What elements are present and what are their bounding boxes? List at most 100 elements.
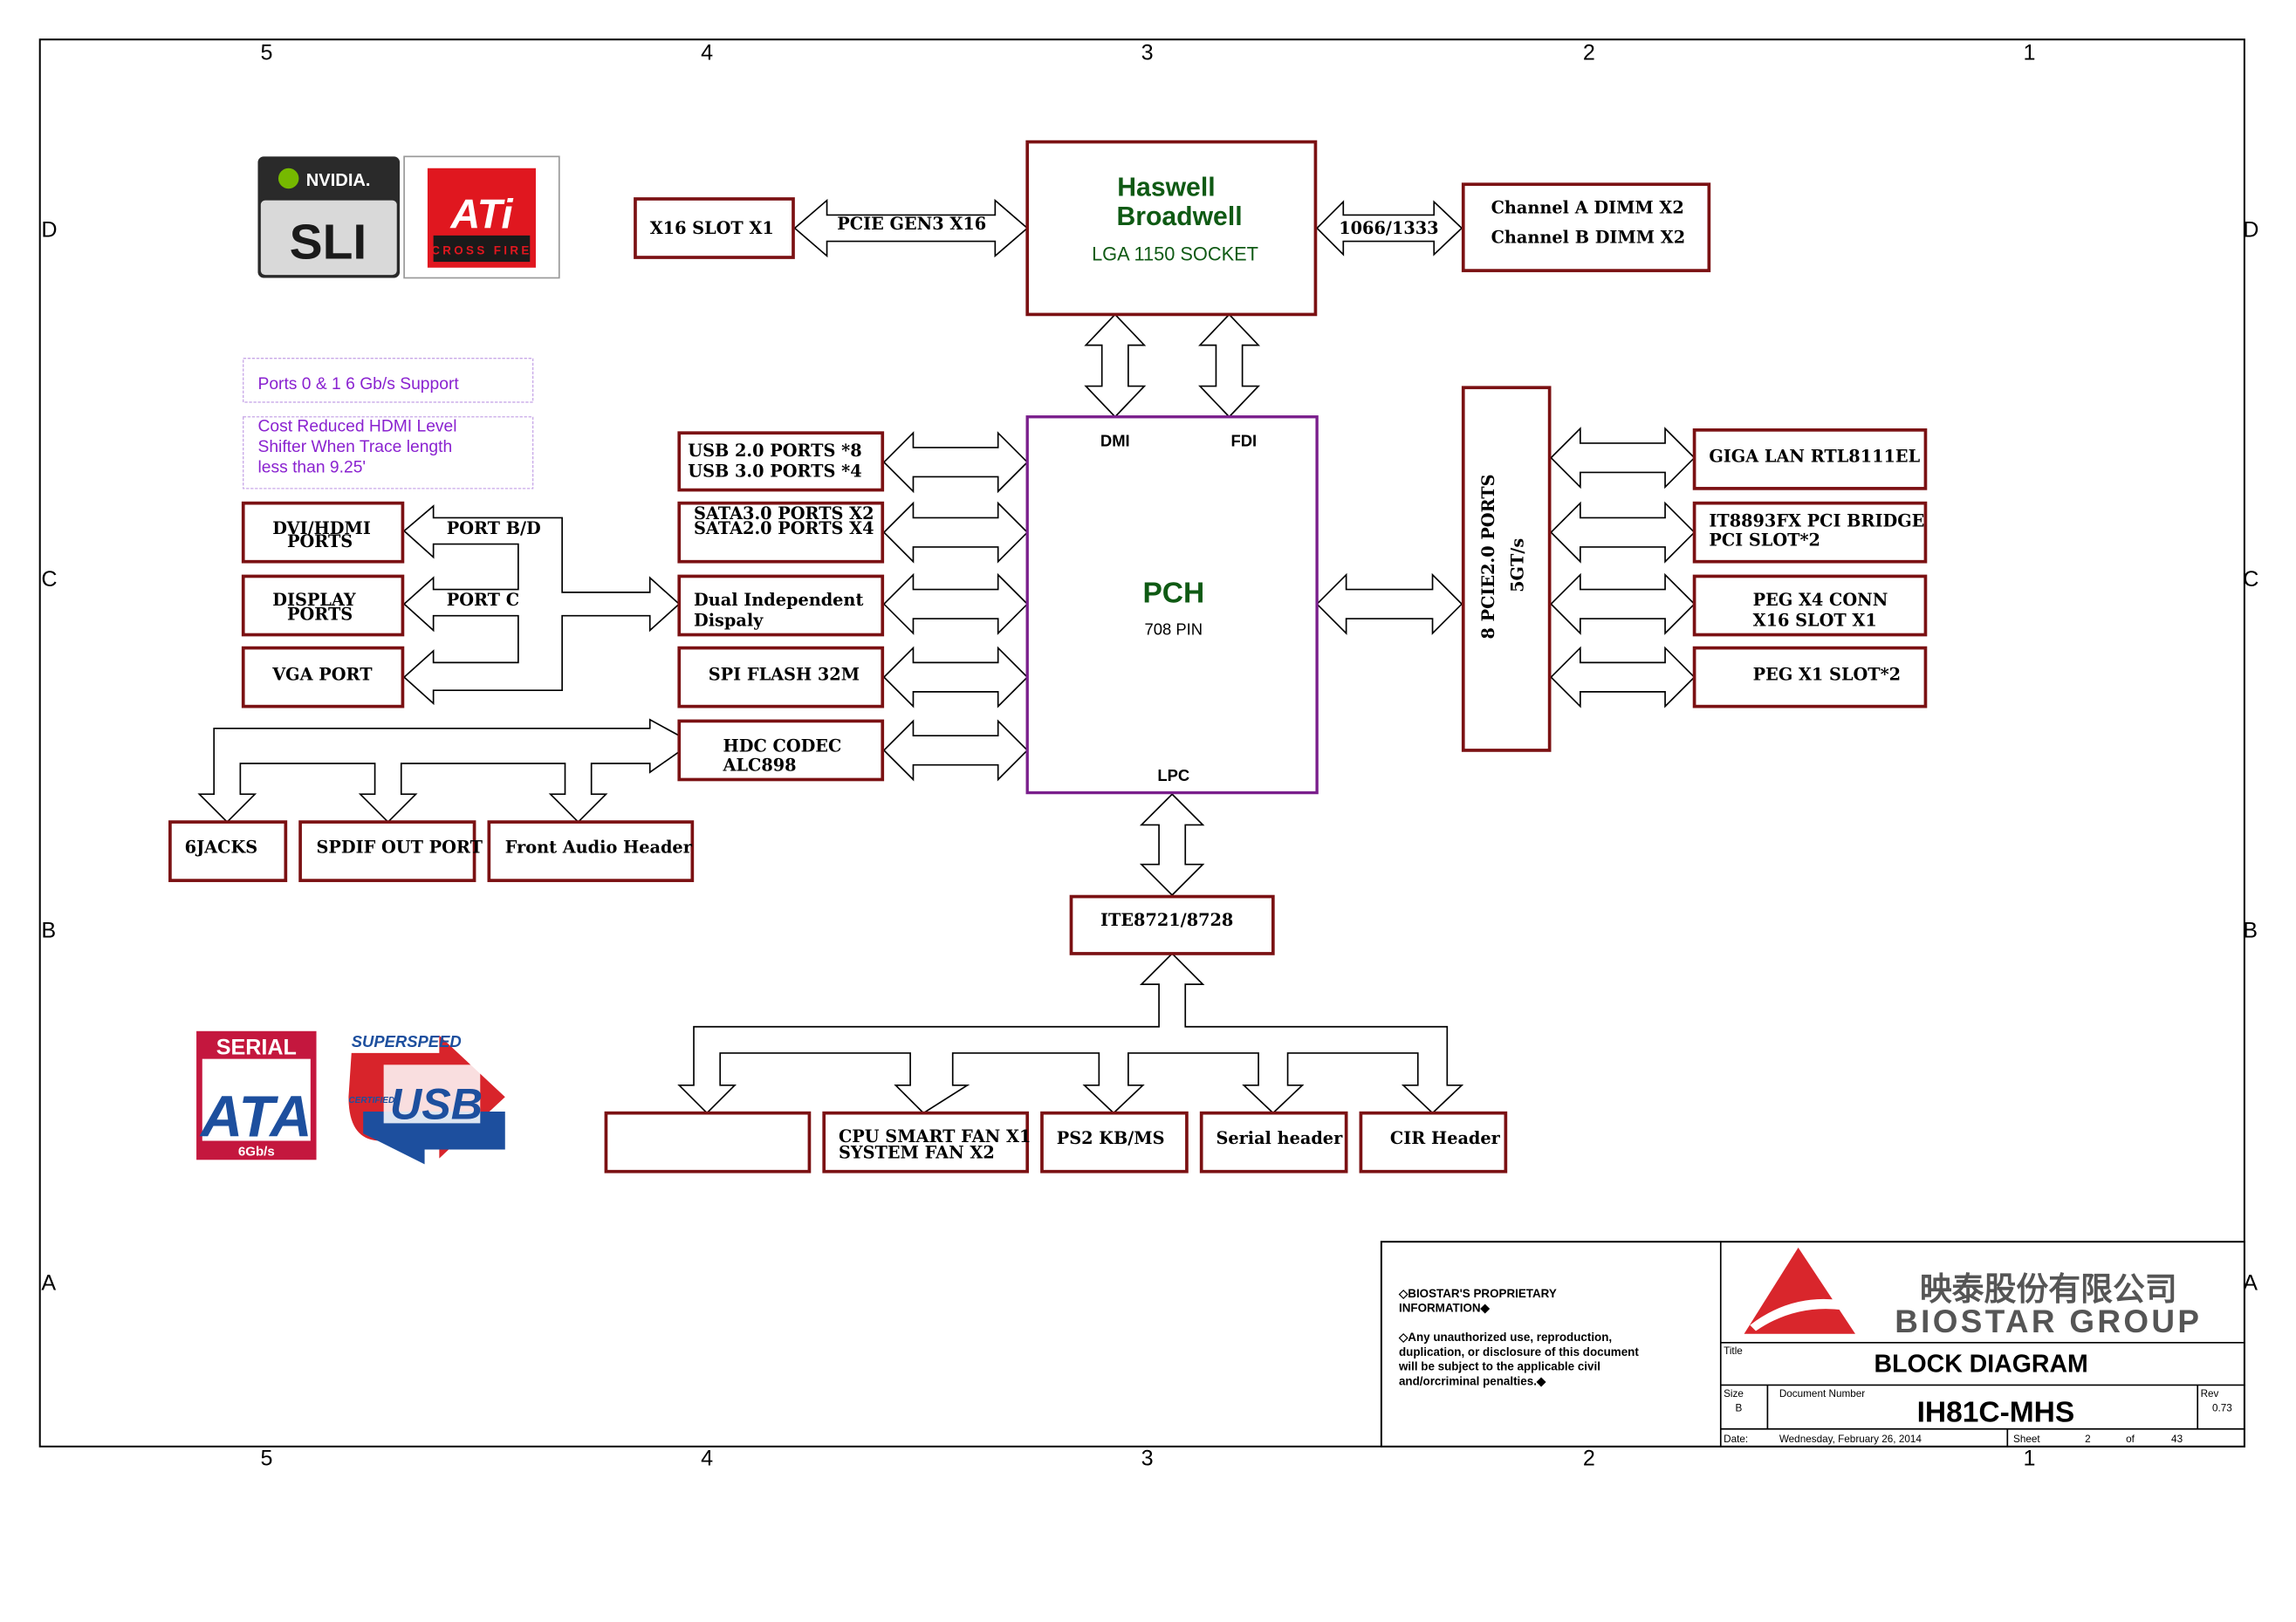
lpc-arrow: [1139, 793, 1205, 897]
pcie2-box: [1461, 386, 1552, 752]
superspeed-text: SUPERSPEED: [352, 1032, 462, 1051]
spdif-box: [298, 820, 476, 882]
hdc-codec-label: HDC CODEC: [723, 736, 842, 756]
ite-box: [1069, 894, 1275, 955]
dual-display-box: [677, 574, 885, 637]
dual-display-label: Dispaly: [694, 610, 764, 630]
memory-speed-label: 1066/1333: [1339, 218, 1438, 238]
document-number-label: Document Number: [1779, 1388, 1865, 1400]
date-label: Date:: [1724, 1434, 1748, 1445]
dimm-a-label: Channel A DIMM X2: [1491, 198, 1684, 218]
nvidia-logo-text: NVIDIA.: [306, 171, 371, 190]
grid-row-label: C: [41, 567, 57, 592]
usb-box: [677, 431, 885, 492]
pcie2-speed-label: 5GT/s: [1507, 538, 1527, 592]
warning-text: ◇Any unauthorized use, reproduction,: [1398, 1331, 1612, 1344]
fan-label: SYSTEM FAN X2: [839, 1143, 995, 1163]
title-block: ◇BIOSTAR'S PROPRIETARY INFORMATION◆ ◇Any…: [1380, 1241, 2245, 1447]
ati-logo-text: ATi: [449, 192, 513, 237]
ata-logo-text: ATA: [199, 1084, 312, 1149]
grid-col-label: 1: [2023, 41, 2035, 65]
sheet-number: 2: [2085, 1434, 2091, 1445]
pch-fdi-label: FDI: [1230, 431, 1257, 449]
empty-box: [604, 1111, 812, 1174]
grid-row-labels: D C B A D C B A: [41, 218, 2258, 1296]
grid-row-label: A: [41, 1270, 56, 1295]
display-ports-label: PORTS: [287, 605, 353, 625]
cpu-labels: Haswell Broadwell LGA 1150 SOCKET: [1092, 174, 1258, 265]
component-boxes: [168, 140, 1928, 1174]
pci-bridge-label: IT8893FX PCI BRIDGE: [1709, 510, 1924, 530]
sli-logo-silver: [260, 200, 397, 276]
sata-box: [677, 501, 885, 564]
vga-port-label: VGA PORT: [271, 664, 373, 684]
x16-slot-box: [634, 197, 795, 259]
peg-x4-arrow: [1550, 572, 1696, 635]
sheet-label: Sheet: [2013, 1434, 2040, 1445]
of-label: of: [2126, 1434, 2135, 1445]
grid-row-label: A: [2243, 1270, 2258, 1295]
cpu-box: [1025, 140, 1318, 317]
certified-text: CERTIFIED: [348, 1096, 394, 1105]
pci-bridge-arrow: [1550, 501, 1696, 564]
giga-lan-box: [1692, 428, 1928, 490]
hdc-codec-box: [677, 719, 885, 782]
biostar-logo-swoosh: [1750, 1298, 1861, 1331]
ps2-label: PS2 KB/MS: [1057, 1128, 1165, 1148]
company-name-english: BIOSTAR GROUP: [1895, 1304, 2202, 1339]
pci-bridge-box: [1692, 501, 1928, 564]
display-ports-label: DISPLAY: [272, 590, 356, 610]
grid-col-label: 1: [2023, 1447, 2035, 1471]
port-bd-label: PORT B/D: [447, 518, 541, 538]
rev-value: 0.73: [2212, 1403, 2232, 1414]
giga-lan-label: GIGA LAN RTL8111EL: [1709, 447, 1920, 467]
fdi-arrow: [1198, 313, 1261, 418]
peg-x4-box: [1692, 574, 1928, 637]
cir-header-box: [1359, 1111, 1508, 1174]
sata-logo-inner: [202, 1058, 311, 1141]
usb-logo-inner: [383, 1064, 481, 1124]
spi-arrow: [882, 646, 1029, 708]
display-ports-box: [241, 574, 405, 637]
rev-label: Rev: [2201, 1388, 2219, 1400]
dimm-box: [1461, 182, 1711, 272]
grid-col-label: 3: [1141, 41, 1154, 65]
hdc-codec-label: ALC898: [723, 755, 797, 775]
usb3-label: USB 3.0 PORTS *4: [688, 461, 861, 481]
cpu-socket-label: LGA 1150 SOCKET: [1092, 243, 1258, 264]
fan-label: CPU SMART FAN X1: [839, 1126, 1031, 1146]
pch-pins-label: 708 PIN: [1145, 620, 1203, 639]
display-tree-arrow: [402, 504, 681, 706]
pcie2-labels: 8 PCIE2.0 PORTS 5GT/s: [1478, 474, 1528, 639]
dmi-arrow: [1084, 313, 1147, 418]
audio-tree-arrow: [197, 718, 681, 824]
document-number: IH81C-MHS: [1917, 1396, 2075, 1428]
pch-box: [1025, 415, 1319, 795]
grid-col-label: 4: [701, 1447, 713, 1471]
sata3-label: SATA3.0 PORTS X2: [694, 503, 874, 524]
ps2-box: [1040, 1111, 1189, 1174]
hdmi-note-box: [243, 416, 534, 489]
ite-tree-arrow: [677, 952, 1464, 1114]
grid-row-label: D: [41, 218, 57, 243]
grid-row-label: C: [2243, 567, 2258, 592]
company-name-chinese: 映泰股份有限公司: [1920, 1271, 2177, 1307]
crossfire-logo-text: CROSS FIRE: [431, 244, 531, 257]
grid-col-label: 5: [261, 41, 273, 65]
sata-arrow: [882, 501, 1029, 564]
dimm-b-label: Channel B DIMM X2: [1491, 227, 1686, 247]
dvi-hdmi-box: [241, 501, 405, 564]
vga-port-box: [241, 646, 405, 708]
design-notes: Ports 0 & 1 6 Gb/s Support Cost Reduced …: [243, 358, 534, 489]
grid-row-label: B: [41, 918, 56, 942]
sata-note-text: Ports 0 & 1 6 Gb/s Support: [257, 375, 459, 394]
size-label: Size: [1724, 1388, 1744, 1400]
diagram-title: BLOCK DIAGRAM: [1874, 1350, 2088, 1378]
size-value: B: [1736, 1403, 1743, 1414]
pch-dmi-label: DMI: [1100, 431, 1130, 449]
front-audio-box: [487, 820, 695, 882]
pch-title: PCH: [1142, 578, 1204, 610]
title-label: Title: [1724, 1345, 1743, 1357]
pcie2-bus-arrow: [1315, 572, 1463, 635]
sli-logo-text: SLI: [290, 215, 367, 270]
